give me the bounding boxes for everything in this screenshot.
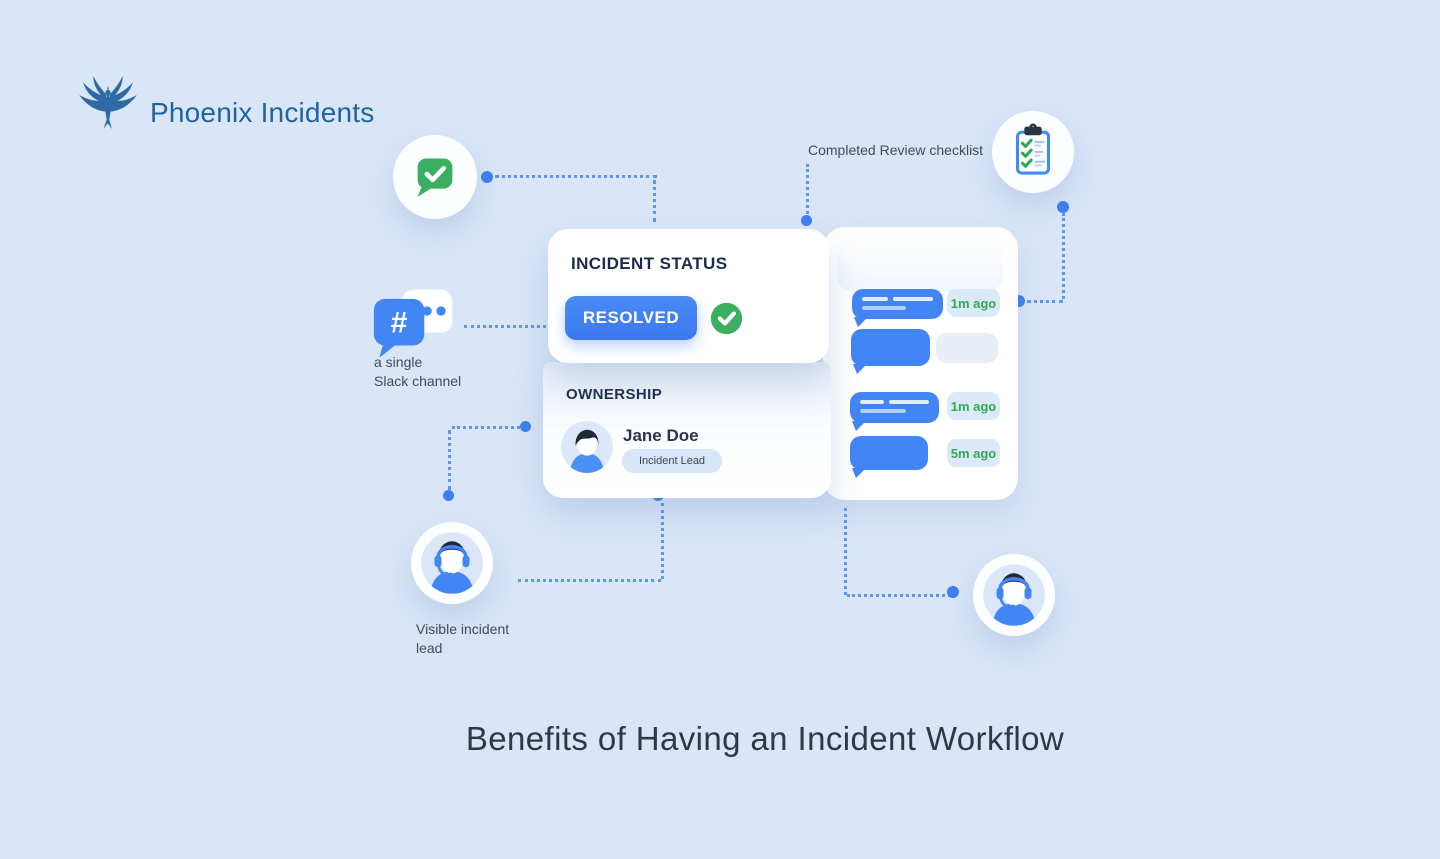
faded-message-bubble — [837, 234, 1003, 292]
timestamp-badge: 1m ago — [947, 289, 1000, 317]
chat-bubble-outgoing — [850, 392, 939, 431]
ownership-title: OWNERSHIP — [566, 386, 663, 403]
chat-bubble-outgoing — [851, 329, 930, 374]
connector-line — [844, 508, 847, 595]
chat-check-icon — [393, 135, 477, 219]
lead-label: Visible incident lead — [416, 620, 509, 658]
connector-dot — [443, 490, 454, 501]
phoenix-logo-icon — [79, 75, 137, 129]
chat-bubble-outgoing — [850, 436, 928, 478]
slack-channel-icon: # — [373, 289, 453, 358]
bubble-text-line — [893, 297, 933, 301]
incident-status-title: INCIDENT STATUS — [571, 254, 728, 273]
chat-messages-card: 1m ago 1m ago 5m ago — [823, 227, 1018, 500]
brand-name: Phoenix Incidents — [150, 97, 375, 128]
owner-name: Jane Doe — [623, 426, 699, 445]
chat-bubble-outgoing — [852, 289, 943, 327]
connector-dot — [1057, 201, 1069, 213]
bubble-text-line — [860, 400, 884, 404]
hash-symbol: # — [391, 306, 408, 339]
connector-line — [452, 426, 520, 429]
incident-lead-avatar-icon — [411, 522, 493, 604]
connector-line — [1027, 300, 1063, 303]
connector-dot — [947, 586, 959, 598]
lead-label-line2: lead — [416, 640, 443, 656]
owner-avatar-icon — [561, 421, 613, 473]
connector-line — [1062, 213, 1065, 299]
headset-agent-glyph — [421, 532, 483, 594]
connector-line — [847, 594, 951, 597]
connector-dot — [801, 215, 812, 226]
checklist-clipboard-icon — [992, 111, 1074, 193]
lead-label-line1: Visible incident — [416, 621, 510, 637]
chat-bubble-incoming — [936, 333, 998, 363]
chat-check-glyph — [417, 158, 453, 197]
checklist-label: Completed Review checklist — [808, 142, 984, 158]
connector-dot — [520, 421, 531, 432]
resolved-check-icon — [710, 302, 743, 335]
incident-status-card: INCIDENT STATUS RESOLVED — [548, 229, 829, 363]
timestamp-badge: 1m ago — [947, 392, 1000, 420]
timestamp-badge: 5m ago — [947, 439, 1000, 467]
bubble-text-line — [860, 409, 906, 413]
connector-line — [661, 503, 664, 579]
connector-dot — [481, 171, 493, 183]
connector-line — [464, 325, 546, 328]
slack-label-line1: a single — [374, 354, 423, 370]
owner-role-badge: Incident Lead — [622, 449, 723, 473]
bubble-text-line — [889, 400, 929, 404]
connector-line — [448, 430, 451, 490]
resolved-status-button: RESOLVED — [565, 296, 697, 340]
connector-line — [806, 164, 809, 214]
headset-agent-glyph — [983, 564, 1045, 626]
connector-line — [518, 579, 661, 582]
bubble-text-line — [862, 306, 906, 310]
ownership-card: OWNERSHIP Jane Doe Incident Lead — [543, 362, 831, 498]
slack-label-line2: Slack channel — [374, 373, 462, 389]
connector-line — [653, 180, 656, 222]
page-title: Benefits of Having an Incident Workflow — [465, 720, 1065, 757]
connector-line — [495, 175, 657, 178]
agent-avatar-icon — [973, 554, 1055, 636]
slack-label: a single Slack channel — [374, 353, 461, 391]
bubble-text-line — [862, 297, 888, 301]
clipboard-glyph — [1015, 123, 1051, 175]
